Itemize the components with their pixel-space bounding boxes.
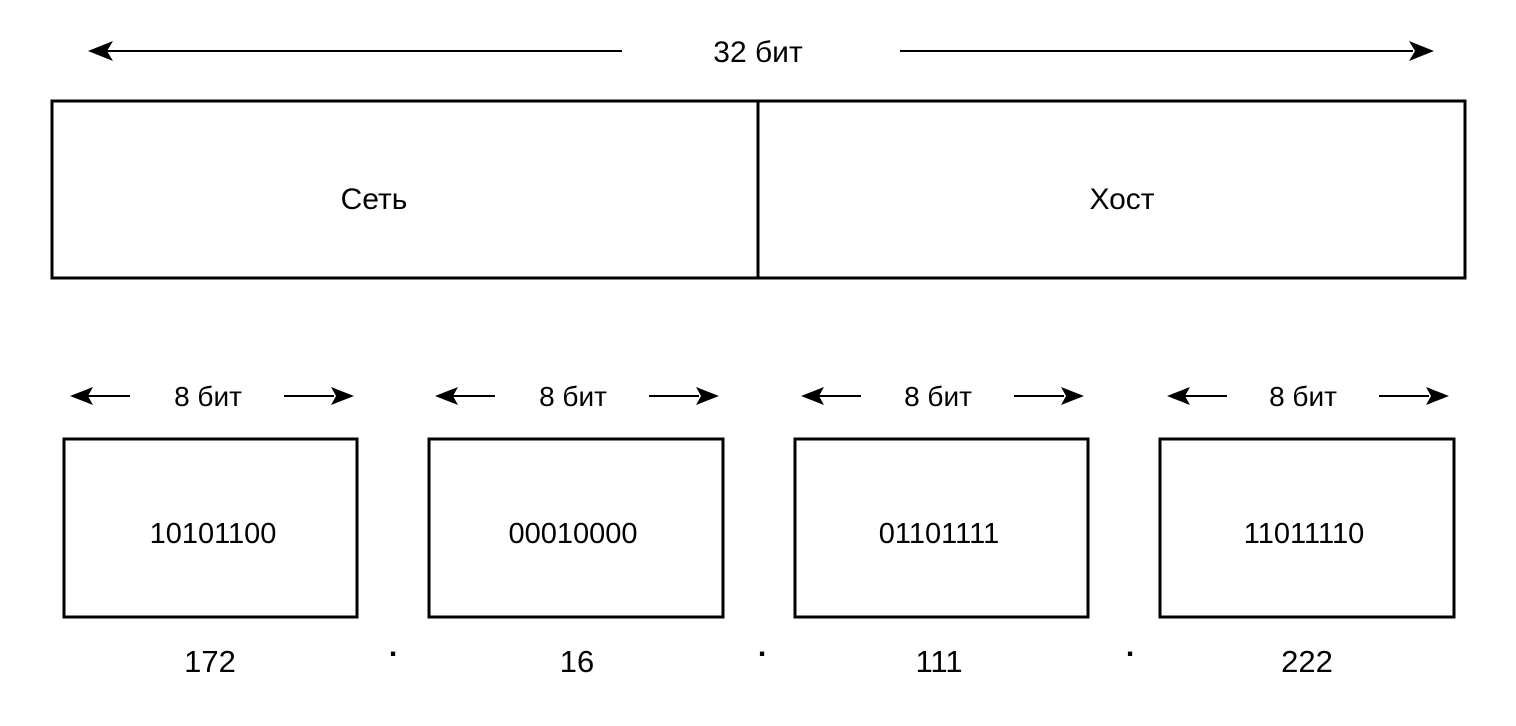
- address-split-box: Сеть Хост: [50, 99, 1467, 280]
- octet-1-binary: 10101100: [150, 518, 277, 550]
- octet-4-arrow-left-head-icon: [1167, 387, 1190, 405]
- octet-1-width-label: 8 бит: [174, 381, 242, 412]
- octet-2-arrow-right-head-icon: [696, 387, 719, 405]
- octet-group-2: 8 бит 00010000 16: [427, 381, 725, 679]
- octet-2-width-label: 8 бит: [539, 381, 607, 412]
- network-label: Сеть: [341, 183, 408, 216]
- octet-3-arrow-right-head-icon: [1061, 387, 1084, 405]
- octet-3-binary: 01101111: [879, 518, 999, 550]
- octet-group-1: 8 бит 10101100 172: [62, 381, 359, 679]
- octet-3-arrow-left-head-icon: [801, 387, 824, 405]
- octet-4-arrow-right-head-icon: [1426, 387, 1449, 405]
- octet-4-decimal: 222: [1281, 644, 1333, 679]
- octet-4-binary: 11011110: [1244, 518, 1364, 550]
- octet-2-box: [427, 437, 725, 619]
- total-width-label: 32 бит: [713, 36, 803, 69]
- octet-2-arrow-left-head-icon: [435, 387, 458, 405]
- octet-separator-3: .: [1126, 630, 1134, 663]
- octet-group-3: 8 бит 01101111 111: [793, 381, 1090, 679]
- octet-3-box: [793, 437, 1090, 619]
- total-arrow-left-head-icon: [88, 41, 113, 61]
- octet-1-arrow-left-head-icon: [70, 387, 93, 405]
- octet-group-4: 8 бит 11011110 222: [1158, 381, 1456, 679]
- octet-3-width-label: 8 бит: [904, 381, 972, 412]
- octet-3-decimal: 111: [915, 644, 962, 679]
- total-arrow-right-head-icon: [1409, 41, 1434, 61]
- octet-2-decimal: 16: [560, 644, 594, 679]
- octet-1-decimal: 172: [184, 644, 236, 679]
- total-width-arrow: 32 бит: [88, 36, 1434, 69]
- octet-separator-2: .: [758, 630, 766, 663]
- host-label: Хост: [1089, 183, 1154, 216]
- octet-1-box: [62, 437, 359, 619]
- octet-4-box: [1158, 437, 1456, 619]
- octet-1-arrow-right-head-icon: [331, 387, 354, 405]
- octet-2-binary: 00010000: [508, 518, 637, 550]
- octet-4-width-label: 8 бит: [1269, 381, 1337, 412]
- octet-separator-1: .: [389, 630, 397, 663]
